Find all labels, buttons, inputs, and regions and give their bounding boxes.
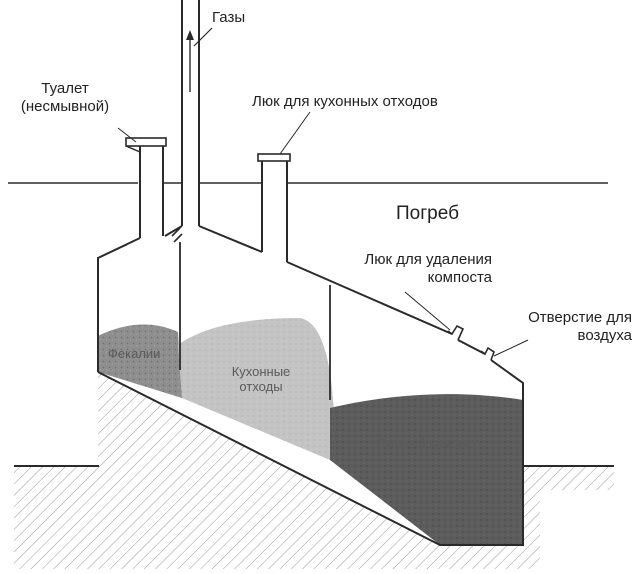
kitchen-waste-label: Кухонные отходы bbox=[216, 364, 306, 394]
kitchen-waste-label-line2: отходы bbox=[239, 379, 283, 394]
feces-label: Фекалии bbox=[108, 346, 161, 361]
air-hole bbox=[480, 346, 495, 361]
kitchen-chute bbox=[257, 153, 291, 262]
leader-compost-hatch bbox=[404, 291, 451, 331]
compost-hatch-label: Люк для удаления компоста bbox=[318, 251, 492, 287]
toilet-label-line1: Туалет bbox=[41, 80, 89, 97]
cellar-label: Погреб bbox=[396, 203, 459, 224]
air-hole-label-line1: Отверстие для bbox=[528, 309, 632, 326]
leader-air-hole bbox=[493, 339, 529, 357]
air-hole-label: Отверстие для воздуха bbox=[486, 309, 632, 345]
gas-flow-arrow bbox=[186, 27, 213, 92]
feces-pile bbox=[98, 324, 182, 398]
gas-vent-pipe bbox=[171, 0, 200, 243]
finished-compost-pile bbox=[330, 394, 523, 545]
leader-toilet bbox=[117, 127, 137, 143]
toilet-label-line2: (несмывной) bbox=[20, 98, 110, 115]
gases-label: Газы bbox=[212, 9, 246, 26]
toilet-label: Туалет (несмывной) bbox=[4, 80, 126, 116]
kitchen-waste-pile bbox=[178, 318, 336, 460]
compost-hatch bbox=[447, 324, 465, 341]
ground-soil bbox=[14, 372, 614, 569]
toilet-chute bbox=[125, 137, 167, 238]
compost-hatch-label-line2: компоста bbox=[427, 269, 492, 286]
tank-outline bbox=[97, 225, 524, 546]
finished-compost-label: Готовый компост bbox=[376, 436, 479, 451]
compost-hatch-label-line1: Люк для удаления bbox=[364, 251, 492, 268]
air-hole-label-line2: воздуха bbox=[577, 327, 632, 344]
leader-kitchen-hatch bbox=[279, 111, 311, 155]
kitchen-waste-label-line1: Кухонные bbox=[231, 364, 291, 379]
kitchen-hatch-label: Люк для кухонных отходов bbox=[252, 93, 438, 110]
